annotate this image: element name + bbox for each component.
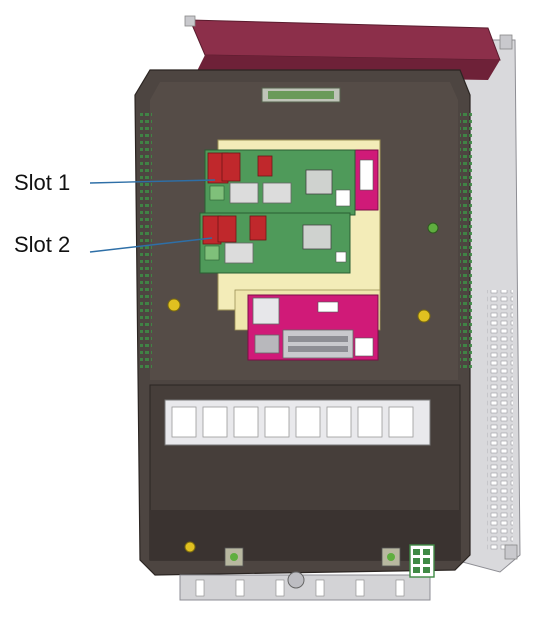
slot-2-label: Slot 2 (14, 232, 71, 257)
slot-1-label: Slot 1 (14, 170, 71, 195)
terminal-block (409, 544, 435, 578)
slot-1-callout-line (89, 179, 216, 184)
slot-2-callout-line (89, 237, 213, 253)
terminal-knockouts (164, 399, 431, 446)
magenta-control-board (247, 149, 379, 361)
slot-2-board (199, 212, 351, 274)
slot-1-board (204, 149, 356, 216)
